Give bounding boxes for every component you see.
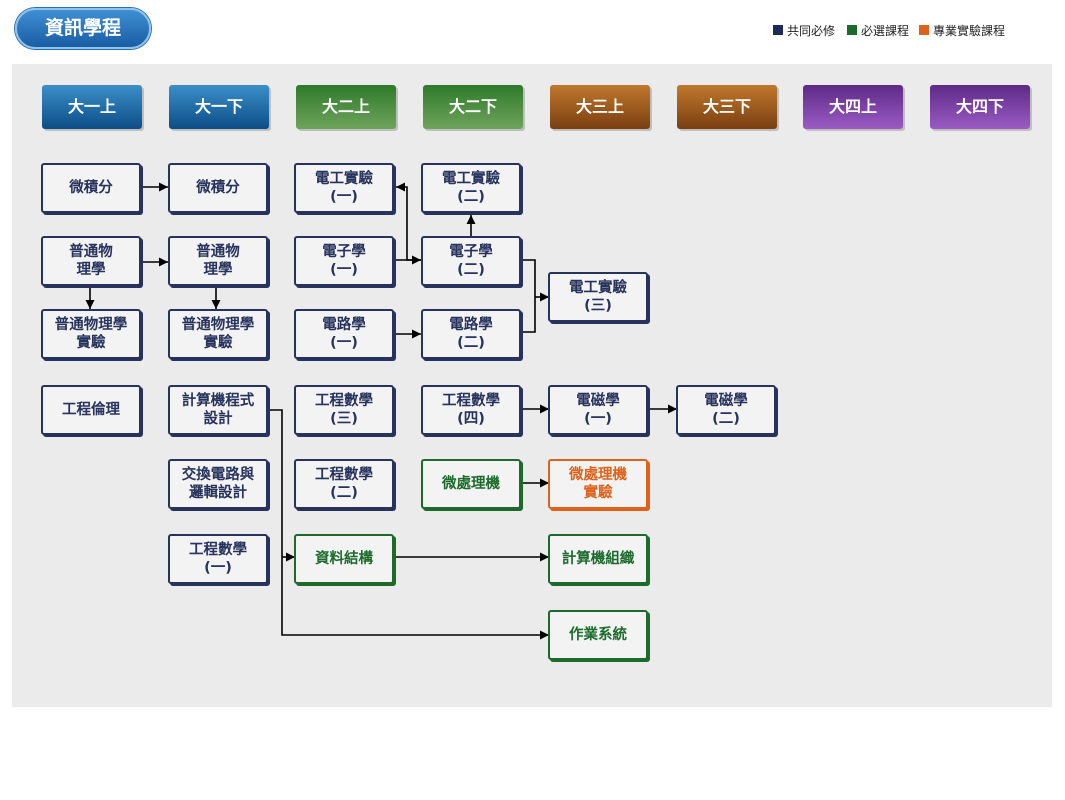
course-label: (二) — [457, 335, 485, 351]
course-label: (一) — [330, 335, 358, 351]
course-switching-logic[interactable]: 交換電路與邏輯設計 — [168, 459, 268, 509]
course-label: (一) — [584, 411, 612, 427]
course-label: (一) — [204, 560, 232, 576]
course-label: 普通物理學 — [54, 317, 128, 333]
legend-elective: 必選課程 — [847, 22, 909, 38]
course-label: 工程數學 — [442, 393, 500, 409]
course-label: 工程數學 — [315, 393, 373, 409]
course-label: 工程倫理 — [62, 402, 120, 418]
course-label: 實驗 — [203, 335, 233, 351]
semester-1-2: 大一下 — [169, 85, 269, 129]
course-electronics-2[interactable]: 電子學 (二) — [421, 236, 521, 286]
course-label: 普通物理學 — [181, 317, 255, 333]
legend-label: 專業實驗課程 — [933, 23, 1006, 38]
course-engineering-math-3[interactable]: 工程數學 (三) — [294, 385, 394, 435]
course-label: 普通物 — [196, 244, 240, 260]
legend-label: 必選課程 — [861, 23, 910, 38]
semester-4-2: 大四下 — [930, 85, 1030, 129]
course-label: 微處理機 — [442, 476, 500, 492]
course-label: 電磁學 — [576, 393, 620, 409]
course-label: 計算機程式 — [181, 393, 255, 409]
course-label: 理學 — [203, 262, 233, 278]
course-label: 電子學 — [449, 244, 493, 260]
legend-lab: 專業實驗課程 — [919, 22, 1005, 38]
course-circuits-2[interactable]: 電路學 (二) — [421, 309, 521, 359]
course-label: 邏輯設計 — [189, 485, 247, 501]
legend-required: 共同必修 — [773, 22, 835, 38]
course-engineering-math-4[interactable]: 工程數學 (四) — [421, 385, 521, 435]
course-label: (四) — [457, 411, 485, 427]
legend-swatch — [773, 25, 783, 35]
course-physics-2[interactable]: 普通物理學 — [168, 236, 268, 286]
course-engineering-math-1[interactable]: 工程數學 (一) — [168, 534, 268, 584]
semester-4-1: 大四上 — [803, 85, 903, 129]
course-label: 理學 — [76, 262, 106, 278]
course-label: (二) — [457, 262, 485, 278]
course-label: 電工實驗 — [442, 171, 500, 187]
course-ee-lab-2[interactable]: 電工實驗 (二) — [421, 163, 521, 213]
course-microprocessor[interactable]: 微處理機 — [421, 459, 521, 509]
course-label: 電子學 — [322, 244, 366, 260]
course-label: (二) — [457, 189, 485, 205]
course-ee-lab-1[interactable]: 電工實驗 (一) — [294, 163, 394, 213]
semester-2-2: 大二下 — [423, 85, 523, 129]
course-electromagnetics-2[interactable]: 電磁學 (二) — [676, 385, 776, 435]
semester-2-1: 大二上 — [296, 85, 396, 129]
course-label: 微處理機 — [569, 467, 627, 483]
course-operating-systems[interactable]: 作業系統 — [548, 610, 648, 660]
course-ee-lab-3[interactable]: 電工實驗 (三) — [548, 272, 648, 322]
course-physics-lab-2[interactable]: 普通物理學實驗 — [168, 309, 268, 359]
course-label: 微積分 — [196, 180, 240, 196]
course-label: 交換電路與 — [181, 467, 255, 483]
course-physics-1[interactable]: 普通物理學 — [41, 236, 141, 286]
course-label: 實驗 — [76, 335, 106, 351]
course-microprocessor-lab[interactable]: 微處理機實驗 — [548, 459, 648, 509]
course-label: 實驗 — [583, 485, 613, 501]
course-label: 設計 — [203, 411, 233, 427]
course-label: 微積分 — [69, 180, 113, 196]
course-label: 工程數學 — [189, 542, 247, 558]
semester-3-1: 大三上 — [550, 85, 650, 129]
course-electromagnetics-1[interactable]: 電磁學 (一) — [548, 385, 648, 435]
semester-1-1: 大一上 — [42, 85, 142, 129]
course-label: 作業系統 — [569, 627, 627, 643]
legend-swatch — [919, 25, 929, 35]
semester-3-2: 大三下 — [677, 85, 777, 129]
course-label: 電工實驗 — [569, 280, 627, 296]
course-engineering-math-2[interactable]: 工程數學 (二) — [294, 459, 394, 509]
course-physics-lab-1[interactable]: 普通物理學實驗 — [41, 309, 141, 359]
course-label: 電路學 — [449, 317, 493, 333]
page-title: 資訊學程 — [15, 8, 151, 49]
course-label: (三) — [584, 298, 612, 314]
course-engineering-ethics[interactable]: 工程倫理 — [41, 385, 141, 435]
course-label: 資料結構 — [315, 551, 373, 567]
course-label: (三) — [330, 411, 358, 427]
course-calculus-1[interactable]: 微積分 — [41, 163, 141, 213]
course-label: (二) — [330, 485, 358, 501]
legend-label: 共同必修 — [787, 23, 836, 38]
course-electronics-1[interactable]: 電子學 (一) — [294, 236, 394, 286]
course-label: 電路學 — [322, 317, 366, 333]
course-label: 普通物 — [69, 244, 113, 260]
course-label: 計算機組織 — [561, 551, 635, 567]
course-calculus-2[interactable]: 微積分 — [168, 163, 268, 213]
course-circuits-1[interactable]: 電路學 (一) — [294, 309, 394, 359]
course-label: (一) — [330, 189, 358, 205]
course-programming[interactable]: 計算機程式設計 — [168, 385, 268, 435]
course-label: (二) — [712, 411, 740, 427]
course-computer-organization[interactable]: 計算機組織 — [548, 534, 648, 584]
course-data-structures[interactable]: 資料結構 — [294, 534, 394, 584]
course-label: 電工實驗 — [315, 171, 373, 187]
course-label: 電磁學 — [704, 393, 748, 409]
course-label: 工程數學 — [315, 467, 373, 483]
course-label: (一) — [330, 262, 358, 278]
legend-swatch — [847, 25, 857, 35]
